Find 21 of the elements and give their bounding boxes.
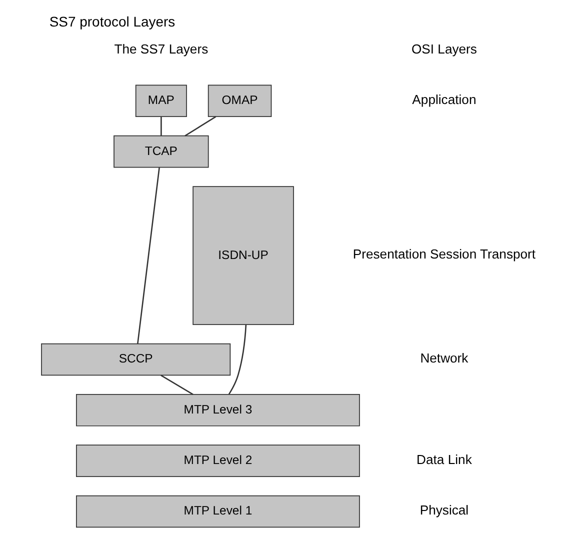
diagram-title: SS7 protocol Layers — [49, 13, 176, 30]
connector — [160, 116, 162, 136]
node-box: ISDN-UP — [192, 186, 294, 325]
node-box: MAP — [135, 84, 187, 118]
node-box: MTP Level 2 — [76, 444, 360, 477]
label: The SS7 Layers — [114, 41, 208, 56]
connector — [228, 324, 247, 395]
connector — [160, 374, 194, 395]
node-box: TCAP — [114, 135, 209, 168]
label: Application — [412, 92, 476, 107]
connector — [137, 168, 160, 344]
connector — [184, 116, 216, 136]
label: Physical — [420, 502, 469, 518]
label: Presentation Session Transport — [352, 246, 536, 262]
node-box: MTP Level 1 — [76, 495, 360, 528]
node-box: SCCP — [41, 343, 231, 376]
label: Data Link — [416, 452, 472, 467]
label: Network — [420, 350, 468, 366]
label: OSI Layers — [411, 41, 477, 56]
node-box: MTP Level 3 — [76, 394, 360, 426]
node-box: OMAP — [208, 84, 272, 118]
